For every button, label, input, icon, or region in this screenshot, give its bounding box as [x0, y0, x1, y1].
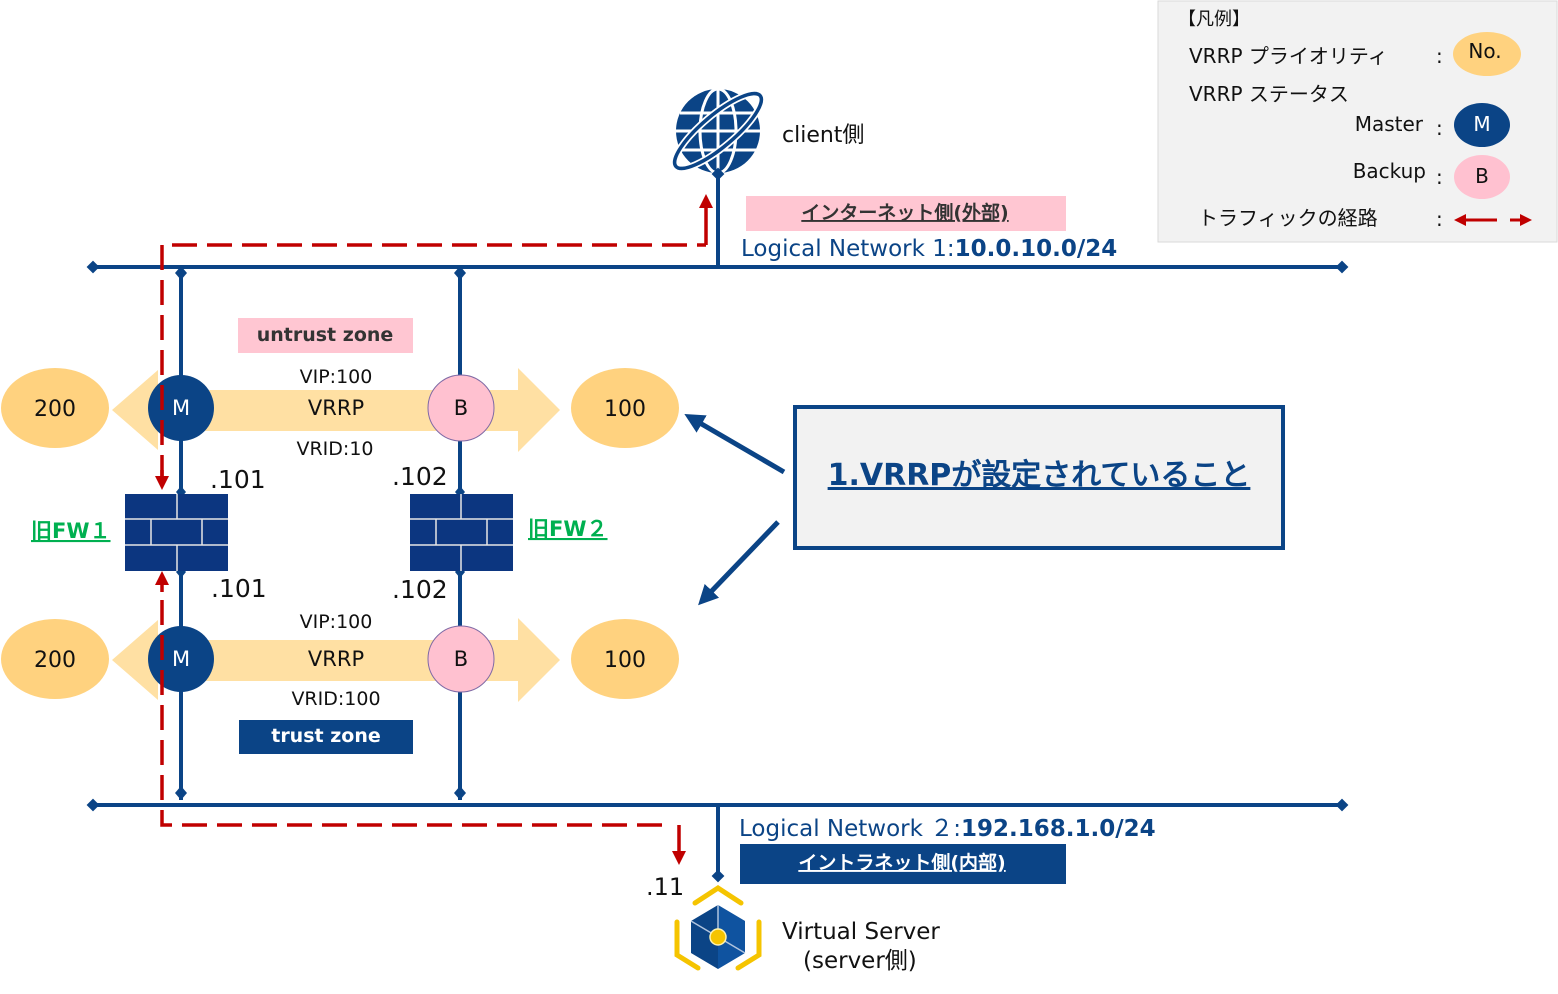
trust-left-priority-text: 200: [34, 648, 76, 673]
intranet-zone-text: イントラネット側(内部): [798, 851, 1005, 874]
legend-colon: :: [1436, 207, 1443, 231]
trust-protocol: VRRP: [308, 647, 364, 671]
fw1-label: 旧FW１: [31, 519, 111, 543]
legend-colon: :: [1436, 165, 1443, 189]
untrust-left-priority-text: 200: [34, 397, 76, 422]
server-label-line1: Virtual Server: [782, 919, 940, 945]
server-label-line2: (server側): [803, 948, 917, 974]
internet-zone-badge: [746, 196, 1066, 231]
legend-status-label: VRRP ステータス: [1189, 82, 1349, 106]
trust-zone-text: trust zone: [271, 725, 381, 747]
legend-master-label: Master: [1355, 112, 1424, 136]
legend-master-badge: [1454, 103, 1510, 147]
untrust-right-priority-text: 100: [604, 397, 646, 422]
untrust-right-priority: [571, 368, 679, 448]
legend-colon: :: [1436, 116, 1443, 140]
trust-zone-badge: [239, 720, 413, 754]
internet-zone-text: インターネット側(外部): [801, 201, 1008, 224]
trust-right-priority: [571, 619, 679, 699]
untrust-protocol: VRRP: [308, 396, 364, 420]
legend-traffic-label: トラフィックの経路: [1198, 206, 1378, 230]
intranet-zone-badge: [740, 844, 1066, 884]
fw2-label: 旧FW２: [528, 517, 608, 541]
untrust-zone-text: untrust zone: [257, 324, 394, 346]
legend-priority-label: VRRP プライオリティ: [1189, 44, 1388, 68]
vrrp-callout-text: 1.VRRPが設定されていること: [828, 458, 1251, 493]
network2-cidr: 192.168.1.0/24: [961, 816, 1156, 842]
legend-backup-label: Backup: [1353, 159, 1426, 183]
untrust-master-badge: [148, 375, 214, 441]
trust-left-priority: [1, 619, 109, 699]
client-label: client側: [782, 123, 864, 148]
fw2-untrust-ip: .102: [392, 462, 448, 491]
network1-prefix: Logical Network 1:: [741, 236, 955, 262]
trust-right-priority-text: 100: [604, 648, 646, 673]
legend-priority-badge-text: No.: [1468, 39, 1501, 63]
untrust-vrid: VRID:10: [296, 438, 373, 460]
trust-vip: VIP:100: [300, 611, 373, 633]
untrust-master-text: M: [172, 396, 190, 420]
trust-master-text: M: [172, 647, 190, 671]
untrust-backup-text: B: [454, 396, 468, 420]
firewall-1-icon: [125, 494, 228, 571]
trust-backup-badge: [427, 625, 495, 693]
legend-colon: :: [1436, 44, 1443, 68]
legend-backup-badge-text: B: [1475, 164, 1489, 188]
legend-title: 【凡例】: [1178, 9, 1250, 30]
trust-backup-text: B: [454, 647, 468, 671]
traffic-path: [155, 194, 713, 865]
legend-master-badge-text: M: [1473, 112, 1490, 136]
legend-backup-badge: [1454, 155, 1510, 199]
virtual-server-icon: [674, 885, 762, 971]
legend-priority-badge: [1453, 32, 1521, 76]
legend: 【凡例】 VRRP プライオリティ : No. VRRP ステータス Maste…: [1157, 0, 1558, 243]
network1-cidr: 10.0.10.0/24: [955, 236, 1118, 262]
network2-label: Logical Network ２:192.168.1.0/24: [739, 816, 1156, 842]
untrust-backup-badge: [427, 374, 495, 442]
network2-prefix: Logical Network ２:: [739, 816, 961, 842]
untrust-zone-badge: [238, 318, 413, 353]
callout-arrow-untrust: [684, 413, 786, 475]
vrrp-callout-box: [793, 405, 1285, 550]
fw1-trust-ip: .101: [211, 574, 267, 603]
server-ip: .11: [646, 873, 684, 901]
trust-master-badge: [148, 626, 214, 692]
callout-arrow-trust: [698, 520, 780, 606]
trust-vrid: VRID:100: [291, 688, 380, 710]
firewall-2-icon: [410, 494, 513, 571]
network1-label: Logical Network 1:10.0.10.0/24: [741, 236, 1117, 262]
untrust-vip: VIP:100: [300, 366, 373, 388]
fw2-trust-ip: .102: [392, 575, 448, 604]
fw1-untrust-ip: .101: [210, 465, 266, 494]
untrust-left-priority: [1, 368, 109, 448]
globe-icon: [671, 87, 765, 175]
